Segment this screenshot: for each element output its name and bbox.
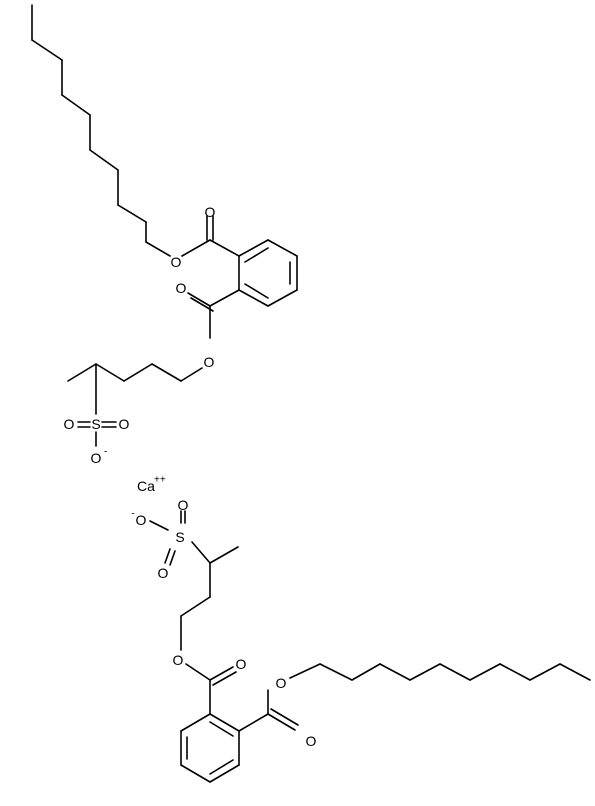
charge-calcium: ++ bbox=[154, 475, 166, 486]
atom-o-upper-ester2-carbonyl: O bbox=[176, 280, 187, 296]
upper-nonyl-chain bbox=[31, 4, 171, 257]
atom-o-lower-sulfonyl-bottom: O bbox=[158, 565, 169, 581]
atom-o-lower-ester1-carbonyl: O bbox=[306, 733, 317, 749]
atom-o-upper-sulfonyl-right: O bbox=[119, 416, 130, 432]
atom-o-lower-sulfonate-anion: O bbox=[136, 512, 147, 528]
atom-o-upper-ester1-carbonyl: O bbox=[205, 204, 216, 220]
atom-labels: O O O O S O O O - Ca ++ O - S O O O O O … bbox=[64, 204, 317, 749]
lower-benzene-ring bbox=[180, 713, 240, 783]
atom-s-upper: S bbox=[91, 416, 100, 432]
charge-lower-sulfonate: - bbox=[131, 509, 134, 520]
charge-upper-sulfonate: - bbox=[104, 447, 107, 458]
atom-o-upper-sulfonyl-left: O bbox=[64, 416, 75, 432]
lower-nonyl-chain bbox=[289, 663, 591, 681]
atom-o-upper-ester1-link: O bbox=[171, 254, 182, 270]
upper-ester-2 bbox=[187, 289, 240, 339]
atom-o-lower-ester2-link: O bbox=[173, 652, 184, 668]
lower-ester-1 bbox=[238, 689, 299, 732]
atom-o-lower-ester2-carbonyl: O bbox=[236, 656, 247, 672]
atom-s-lower: S bbox=[175, 529, 184, 545]
upper-sulfobutyl bbox=[67, 363, 203, 447]
lower-sulfobutyl bbox=[149, 510, 239, 651]
atom-o-lower-ester1-link: O bbox=[276, 675, 287, 691]
upper-ester-1 bbox=[181, 215, 240, 257]
lower-ester-2 bbox=[185, 663, 237, 715]
upper-benzene-ring bbox=[238, 239, 298, 307]
atom-o-upper-sulfonate-anion: O bbox=[91, 450, 102, 466]
atom-calcium: Ca bbox=[137, 478, 155, 494]
atom-o-upper-ester2-link: O bbox=[204, 354, 215, 370]
atom-o-lower-sulfonyl-top: O bbox=[178, 497, 189, 513]
